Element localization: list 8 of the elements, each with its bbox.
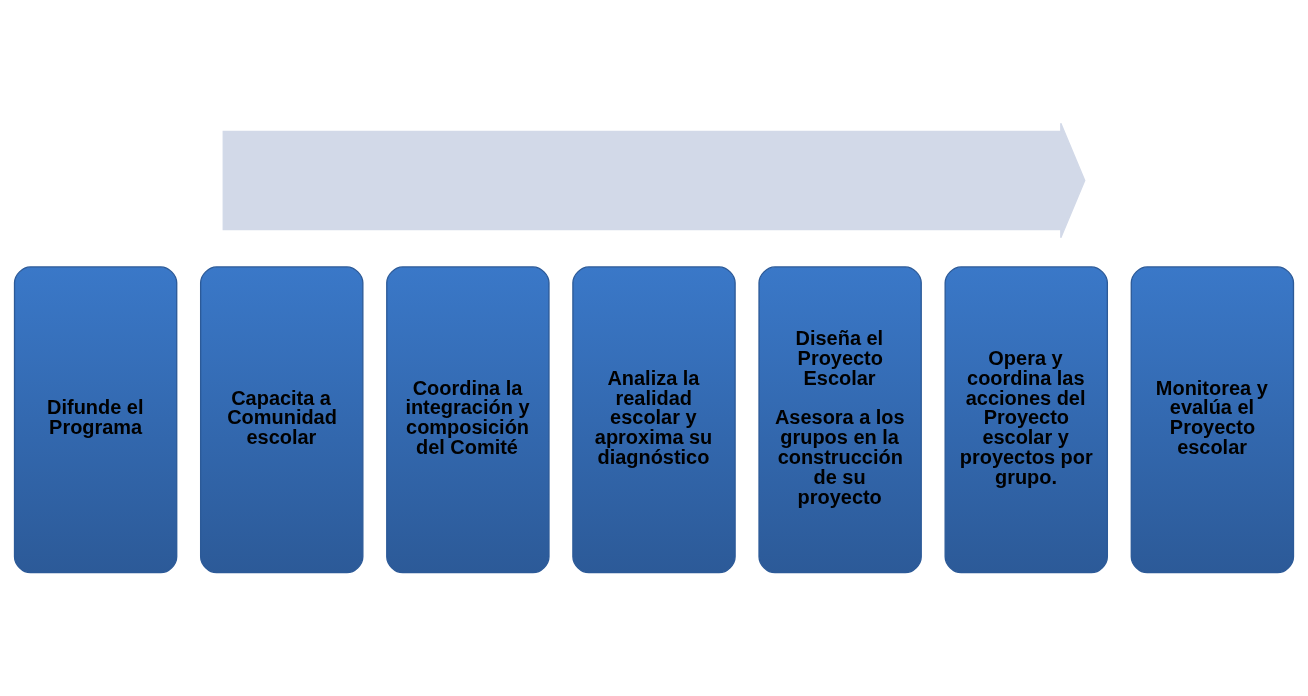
node-arrow	[222, 122, 1086, 239]
node-box: Difunde el Programa	[13, 266, 178, 574]
node-box: Opera y coordina las acciones del Proyecto escolar y proyectos por grupo.	[944, 266, 1108, 574]
node-box: Monitorea y evalúa el Proyecto escolar	[1130, 266, 1295, 574]
node-box: Coordina la integración y composición del Comité	[386, 266, 550, 574]
node-box: Diseña el Proyecto Escolar Asesora a los grupos en la construcción de su proyecto	[758, 266, 922, 574]
node-box: Capacita a Comunidad escolar	[200, 266, 364, 574]
node-box: Analiza la realidad escolar y aproxima su diagnóstico	[572, 266, 736, 574]
